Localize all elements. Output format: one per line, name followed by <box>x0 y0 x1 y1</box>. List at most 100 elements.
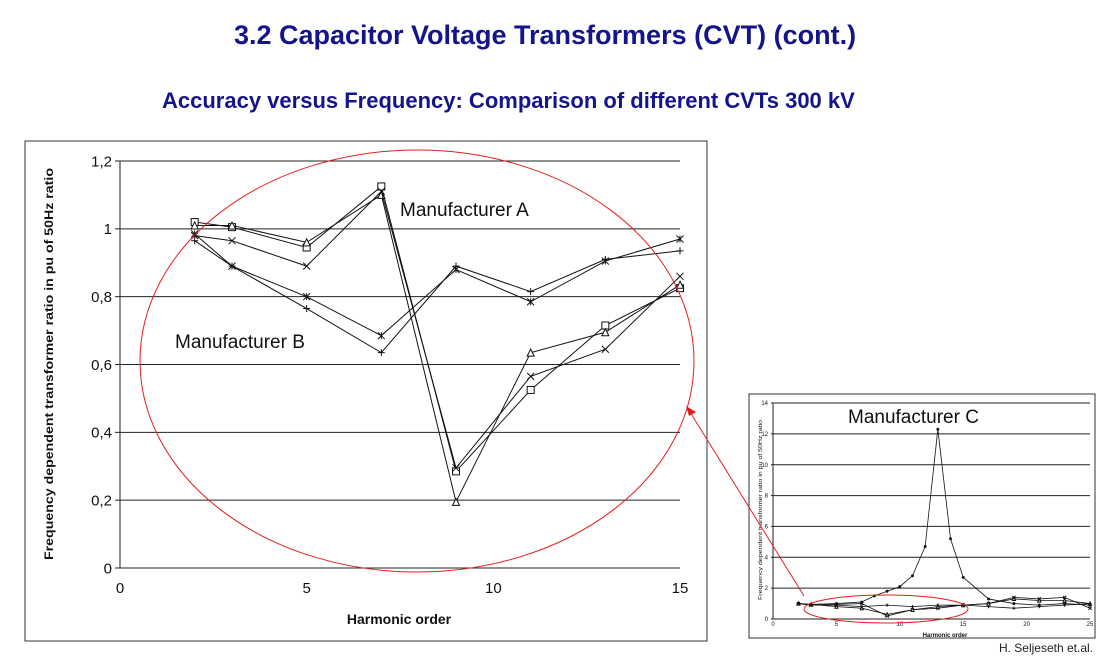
inset-y-tick-label: 4 <box>765 555 769 561</box>
main-data-point <box>302 292 311 301</box>
main-highlight-ellipse <box>139 149 695 573</box>
main-data-point <box>676 247 684 255</box>
inset-data-point <box>949 537 952 541</box>
main-x-tick-label: 5 <box>302 580 310 597</box>
main-data-point <box>526 348 535 357</box>
main-x-tick-label: 0 <box>116 580 124 597</box>
inset-y-tick-label: 12 <box>761 432 768 438</box>
main-data-point <box>228 236 236 245</box>
main-data-point <box>601 327 610 337</box>
main-data-point <box>526 385 535 394</box>
inset-data-point <box>923 545 927 548</box>
inset-y-tick-label: 10 <box>761 463 768 469</box>
inset-y-tick-label: 2 <box>765 586 769 592</box>
main-data-point <box>526 297 535 306</box>
inset-data-point <box>986 605 991 609</box>
main-data-point <box>451 497 461 506</box>
inset-data-point <box>910 605 915 609</box>
main-series-line <box>194 190 681 470</box>
inset-data-point <box>1012 606 1016 610</box>
main-series-line <box>194 233 681 337</box>
inset-y-tick-label: 6 <box>765 525 769 531</box>
inset-y-tick-label: 14 <box>761 401 768 407</box>
inset-data-point <box>1011 596 1017 602</box>
slide-title: 3.2 Capacitor Voltage Transformers (CVT)… <box>233 20 857 50</box>
main-data-point <box>377 182 386 191</box>
inset-y-tick-label: 0 <box>765 617 769 623</box>
main-y-tick-label: 0 <box>104 560 112 577</box>
main-y-tick-label: 1 <box>104 221 112 238</box>
inset-chart-frame <box>748 393 1096 639</box>
main-data-point <box>601 257 610 265</box>
inset-data-point <box>1037 605 1041 609</box>
inset-data-point <box>1088 606 1092 611</box>
inset-x-tick-label: 20 <box>1023 622 1030 628</box>
main-data-point <box>228 262 236 270</box>
main-data-point <box>526 372 535 381</box>
inset-data-point <box>859 601 864 606</box>
main-y-tick-label: 0,2 <box>91 492 112 509</box>
inset-data-point <box>1012 602 1016 606</box>
inset-x-tick-label: 0 <box>771 622 775 628</box>
inset-x-axis-label: Harmonic order <box>923 633 968 639</box>
inset-data-point <box>885 589 889 593</box>
main-data-point <box>377 349 385 357</box>
inset-data-point <box>987 597 991 601</box>
main-y-tick-label: 0,4 <box>91 425 112 442</box>
inset-data-point <box>1088 601 1092 606</box>
main-data-point <box>190 220 199 230</box>
inset-data-point <box>809 603 813 607</box>
inset-data-point <box>936 427 940 431</box>
credit-text: H. Seljeseth et.al. <box>998 641 1093 655</box>
inset-data-point <box>1062 597 1068 603</box>
main-y-tick-label: 0,8 <box>91 289 112 306</box>
main-data-point <box>452 265 460 274</box>
slide-subtitle: Accuracy versus Frequency: Comparison of… <box>162 88 855 113</box>
main-data-point <box>676 272 684 281</box>
inset-data-point <box>1063 603 1067 607</box>
main-x-tick-label: 15 <box>672 580 689 597</box>
main-data-point <box>377 187 386 196</box>
main-data-point <box>191 237 199 245</box>
main-annotation-a: Manufacturer A <box>400 200 529 221</box>
inset-series-4 <box>796 601 1092 610</box>
inset-x-tick-label: 5 <box>835 622 839 628</box>
main-x-tick-label: 10 <box>485 580 502 597</box>
main-data-point <box>377 331 386 340</box>
main-data-point <box>676 235 684 243</box>
main-y-tick-label: 0,6 <box>91 357 112 374</box>
inset-data-point <box>885 603 889 607</box>
inset-data-point <box>910 607 915 612</box>
main-data-point <box>675 280 685 289</box>
inset-data-point <box>796 601 800 606</box>
main-series-5 <box>190 230 684 340</box>
inset-y-axis-label: Frequency dependent transformer ratio in… <box>758 420 764 600</box>
main-y-tick-label: 1,2 <box>91 153 112 170</box>
connector-arrow-line <box>689 411 805 597</box>
main-data-point <box>190 230 199 238</box>
main-data-point <box>601 345 610 354</box>
connector-arrow-head <box>686 406 696 416</box>
inset-data-point <box>834 603 838 607</box>
inset-highlight-ellipse <box>803 594 969 624</box>
main-data-point <box>227 220 237 230</box>
main-series-line <box>194 240 681 354</box>
main-data-point <box>302 262 311 270</box>
inset-data-point <box>884 611 890 617</box>
main-chart-frame <box>24 140 708 642</box>
inset-x-tick-label: 15 <box>960 622 967 628</box>
inset-y-tick-label: 8 <box>765 494 769 500</box>
main-series-line <box>194 194 681 504</box>
main-data-point <box>527 288 535 296</box>
inset-series-1 <box>796 427 1092 607</box>
inset-data-point <box>860 605 864 609</box>
main-x-axis-label: Harmonic order <box>347 611 452 627</box>
main-y-axis-label: Frequency dependent transformer ratio in… <box>42 168 56 560</box>
inset-x-tick-label: 10 <box>896 622 903 628</box>
main-data-point <box>452 464 460 472</box>
inset-x-tick-label: 25 <box>1087 622 1094 628</box>
main-data-point <box>302 237 311 247</box>
